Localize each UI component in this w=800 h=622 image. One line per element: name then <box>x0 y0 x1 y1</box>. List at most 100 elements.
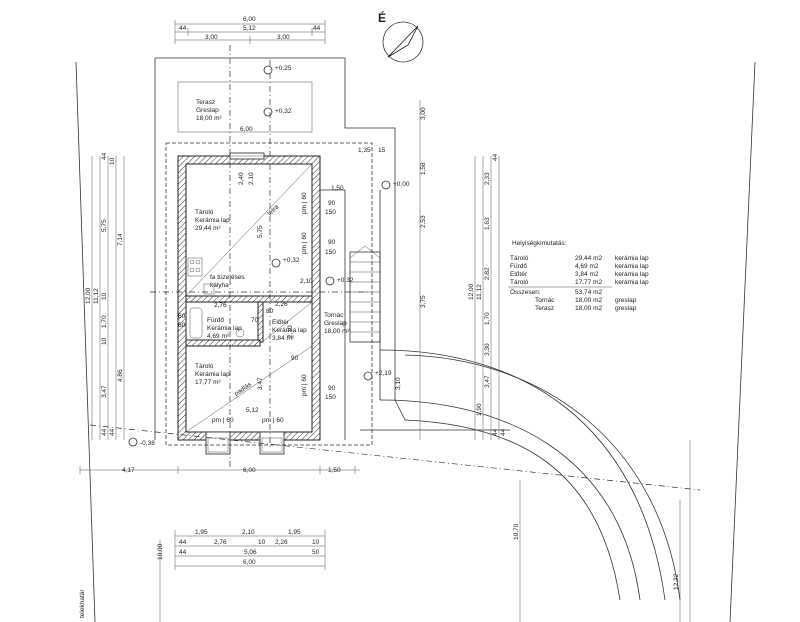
right-d15: 12,22 <box>673 573 680 590</box>
sched-t2-floor: greslap <box>615 305 637 312</box>
mid-bottom-dimensions: 4,17 6,00 1,50 <box>79 466 360 474</box>
right-d1: 3,00 <box>420 107 427 120</box>
level-5: +0,32 <box>337 277 354 284</box>
sched-t1-area: 18,00 m2 <box>575 297 602 304</box>
dim-90b: 90 <box>328 239 336 246</box>
top-d2: 5,12 <box>243 25 256 32</box>
room-schedule: Helyiségkimutatás: Tároló 29,44 m2 kerám… <box>508 240 649 312</box>
left-d12: 44 <box>101 428 108 436</box>
dim-60a: 60 <box>178 313 186 320</box>
tornac-floor: Greslap <box>324 320 347 327</box>
eloter-floor: Kerámia lap <box>272 327 307 334</box>
left-dimensions: 44 10 5,75 7,14 12,00 11,12 10 1,70 10 3… <box>85 152 164 622</box>
level-3: +0,00 <box>393 181 410 188</box>
eloter-name: Előtér <box>272 319 290 326</box>
right-d6: 2,33 <box>484 172 491 185</box>
level-markers: +0,25 +0,32 +0,00 +0,32 +0,32 +2,19 -0,3… <box>128 65 410 447</box>
top-d3: 44 <box>313 25 321 32</box>
left-d4: 7,14 <box>117 233 124 246</box>
tarolo2-name: Tároló <box>195 363 214 370</box>
sched-r4-name: Tároló <box>510 279 529 286</box>
bot-r1-1: 1,95 <box>195 529 208 536</box>
right-d7: 1,63 <box>484 217 491 230</box>
bot-r1-2: 2,10 <box>242 529 255 536</box>
left-d3: 5,75 <box>101 219 108 232</box>
bot-r2-2: 2,76 <box>214 539 227 546</box>
eloter-area: 3,84 m² <box>272 335 295 342</box>
schedule-title: Helyiségkimutatás: <box>512 240 567 247</box>
tarolo1-ladder: létra <box>266 203 280 217</box>
right-d16: 44 <box>492 153 499 161</box>
terasz-name: Terasz <box>196 99 215 106</box>
right-d17: 44 <box>492 428 499 436</box>
sched-t1-floor: greslap <box>615 297 637 304</box>
dim-70: 70 <box>251 317 259 324</box>
sched-t2-area: 18,00 m2 <box>575 305 602 312</box>
terrace: Terasz Greslap 18,00 m² 6,00 <box>154 57 396 440</box>
driveway <box>360 349 681 601</box>
right-d5: 3,10 <box>395 377 402 390</box>
bot-right: 1,50 <box>328 467 341 474</box>
top-d4: 3,00 <box>205 34 218 41</box>
axis-lines <box>89 45 701 491</box>
dim-150a: 150 <box>325 209 336 216</box>
dim-135: 1,35 <box>358 147 371 154</box>
left-d7: 10 <box>101 292 108 300</box>
sched-r4-floor: kerámia lap <box>615 279 649 286</box>
dim-90d: 90 <box>291 355 299 362</box>
bot-r2-3: 10 <box>258 539 266 546</box>
room-furdo: Fürdő Kerámia lap 4,69 m² 2,76 60 60 <box>178 302 245 340</box>
left-d14: 10,00 <box>157 543 164 560</box>
dim-240: 2,40 <box>238 172 245 185</box>
dim-226: 2,26 <box>275 301 288 308</box>
bot-r1-3: 1,95 <box>288 529 301 536</box>
left-d13: 44 <box>109 428 116 436</box>
level-4: +0,32 <box>283 257 300 264</box>
site-boundary <box>75 61 756 622</box>
level-7: -0,38 <box>140 440 155 447</box>
sched-total-area: 53,74 m2 <box>575 289 602 296</box>
terasz-width: 6,00 <box>240 126 253 133</box>
left-d1: 44 <box>101 152 108 160</box>
bot-r2-5: 10 <box>312 539 320 546</box>
top-d1: 44 <box>179 25 187 32</box>
sched-r1-area: 29,44 m2 <box>575 255 602 262</box>
sched-r1-floor: kerámia lap <box>615 255 649 262</box>
sched-t1-name: Tornác <box>535 297 555 304</box>
sched-r2-floor: kerámia lap <box>615 263 649 270</box>
bot-r2-4: 2,26 <box>275 539 288 546</box>
bot-w: 6,00 <box>243 467 256 474</box>
right-d19: 44 <box>500 428 507 436</box>
dim-60b: 60 <box>178 322 186 329</box>
right-dimensions: 3,00 1,58 2,53 3,75 3,10 2,33 1,63 2,82 … <box>395 100 681 622</box>
left-d11: 4,86 <box>117 369 124 382</box>
bot-r3-3: 50 <box>312 549 320 556</box>
stove-label2: kályha <box>210 282 229 289</box>
right-d12: 3,47 <box>484 375 491 388</box>
bottom-dimensions: 1,95 2,10 1,95 44 2,76 10 2,26 10 44 5,0… <box>174 529 326 570</box>
sched-r1-name: Tároló <box>510 255 529 262</box>
furdo-floor: Kerámia lap <box>207 325 242 332</box>
left-d9: 10 <box>101 337 108 345</box>
furdo-name: Fürdő <box>207 317 224 324</box>
room-tarolo-1: Tároló Kerámia lap 29,44 m² létra 2,40 2… <box>185 163 313 297</box>
tornac-area: 18,00 m² <box>324 328 350 335</box>
sched-r3-floor: kerámia lap <box>615 271 649 278</box>
dim-150b: 150 <box>325 249 336 256</box>
north-label: É <box>378 10 386 25</box>
left-d5: 12,00 <box>85 287 92 304</box>
terasz-area: 18,00 m² <box>196 115 222 122</box>
right-d8: 2,82 <box>484 267 491 280</box>
tarolo1-name: Tároló <box>195 209 214 216</box>
stove-label1: fa tüzeléses <box>210 274 245 281</box>
tornac-name: Tornác <box>324 312 344 319</box>
sched-r3-name: Előtér <box>510 271 528 278</box>
tarolo2-area: 17,77 m² <box>195 379 221 386</box>
dim-512: 5,12 <box>246 407 259 414</box>
furdo-area: 4,69 m² <box>207 333 230 340</box>
north-arrow: É <box>378 10 424 63</box>
dim-347: 3,47 <box>257 377 264 390</box>
left-d10: 3,47 <box>101 385 108 398</box>
pm60-v2: pm | 60 <box>301 232 308 254</box>
